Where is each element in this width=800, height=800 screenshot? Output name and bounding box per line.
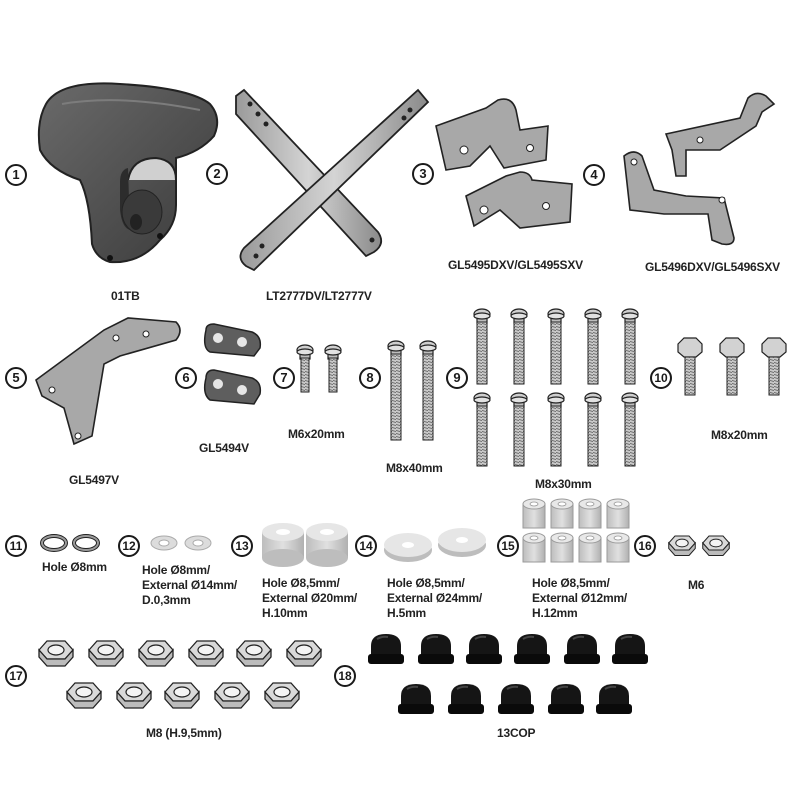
part-label-15-line-1: Hole Ø8,5mm/ (532, 576, 610, 590)
part-number-2: 2 (206, 163, 228, 185)
part-label-13-line-2: External Ø20mm/ (262, 591, 358, 605)
bolt-m8x20-icon (677, 337, 787, 396)
part-number-17: 17 (5, 665, 27, 687)
nut-m6-icon (668, 535, 730, 556)
part-label-12-line-2: External Ø14mm/ (142, 578, 238, 592)
part-label-11: Hole Ø8mm (42, 560, 107, 574)
part-label-14-line-1: Hole Ø8,5mm/ (387, 576, 465, 590)
part-label-12-line-3: D.0,3mm (142, 593, 191, 607)
part-label-2: LT2777DV/LT2777V (266, 289, 372, 303)
part-number-3: 3 (412, 163, 434, 185)
part-label-13: Hole Ø8,5mm/ External Ø20mm/ H.10mm (262, 576, 357, 621)
part-label-14-line-2: External Ø24mm/ (387, 591, 483, 605)
part-label-7: M6x20mm (288, 427, 345, 441)
part-label-14: Hole Ø8,5mm/ External Ø24mm/ H.5mm (387, 576, 482, 621)
bracket-3-icon (435, 98, 573, 229)
part-label-15-line-2: External Ø12mm/ (532, 591, 628, 605)
part-label-14-line-3: H.5mm (387, 606, 427, 620)
part-number-16: 16 (634, 535, 656, 557)
part-label-10: M8x20mm (711, 428, 768, 442)
part-number-11: 11 (5, 535, 27, 557)
part-number-8: 8 (359, 367, 381, 389)
bolt-m8x40-icon (387, 340, 437, 441)
part-label-1: 01TB (111, 289, 140, 303)
part-label-16: M6 (688, 578, 705, 592)
part-label-13-line-1: Hole Ø8,5mm/ (262, 576, 340, 590)
part-number-13: 13 (231, 535, 253, 557)
part-number-18: 18 (334, 665, 356, 687)
part-number-7: 7 (273, 367, 295, 389)
backrest-icon (37, 82, 219, 264)
nut-m8-icon (38, 640, 322, 709)
bracket-5-icon (35, 317, 181, 446)
part-label-5: GL5497V (69, 473, 119, 487)
plate-pads-icon (203, 323, 262, 405)
part-number-1: 1 (5, 164, 27, 186)
crossbar-icon (235, 88, 430, 272)
part-number-4: 4 (583, 164, 605, 186)
part-label-8: M8x40mm (386, 461, 443, 475)
part-number-5: 5 (5, 367, 27, 389)
part-label-4: GL5496DXV/GL5496SXV (645, 260, 780, 274)
part-number-6: 6 (175, 367, 197, 389)
part-number-9: 9 (446, 367, 468, 389)
part-label-9: M8x30mm (535, 477, 592, 491)
part-label-13-line-3: H.10mm (262, 606, 308, 620)
flat-washer-icon (150, 535, 212, 551)
spacer-14-icon (384, 528, 486, 562)
part-label-12-line-1: Hole Ø8mm/ (142, 563, 211, 577)
part-label-15-line-3: H.12mm (532, 606, 578, 620)
bracket-4-icon (623, 92, 776, 246)
spring-washer-icon (40, 534, 100, 552)
part-label-3: GL5495DXV/GL5495SXV (448, 258, 583, 272)
spacer-13-icon (262, 523, 348, 567)
part-label-15: Hole Ø8,5mm/ External Ø12mm/ H.12mm (532, 576, 627, 621)
cap-icon (367, 633, 649, 715)
part-label-17: M8 (H.9,5mm) (146, 726, 222, 740)
bolt-m6x20-icon (296, 344, 342, 393)
part-label-6: GL5494V (199, 441, 249, 455)
bolt-m8x30-icon (473, 308, 639, 467)
part-number-15: 15 (497, 535, 519, 557)
part-number-14: 14 (355, 535, 377, 557)
part-number-10: 10 (650, 367, 672, 389)
part-label-18: 13COP (497, 726, 536, 740)
spacer-15-icon (522, 498, 630, 563)
part-label-12: Hole Ø8mm/ External Ø14mm/ D.0,3mm (142, 563, 237, 608)
part-number-12: 12 (118, 535, 140, 557)
